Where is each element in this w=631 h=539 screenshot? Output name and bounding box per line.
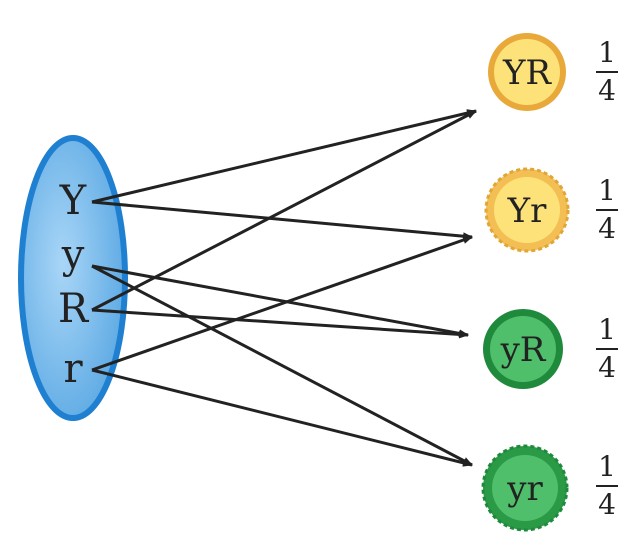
gamete-label: Yr	[507, 191, 547, 231]
fraction-numerator: 1	[598, 313, 616, 346]
fraction-denominator: 4	[598, 212, 616, 245]
gamete-yr: yr 1 4	[481, 444, 618, 532]
allele-R: R	[58, 286, 90, 332]
parent-alleles: Y y R r	[58, 178, 90, 392]
arrow-Y-to-YR	[91, 109, 477, 204]
gamete-Yr: Yr 1 4	[484, 167, 618, 253]
fraction-denominator: 4	[598, 74, 616, 107]
arrow-y-to-yR	[91, 264, 469, 338]
fraction-numerator: 1	[598, 174, 616, 207]
parent-cell	[18, 135, 128, 421]
arrow-R-to-yR	[91, 308, 469, 339]
arrow-r-to-yr	[91, 368, 473, 467]
gamete-YR: YR 1 4	[488, 33, 618, 111]
gamete-yR: yR 1 4	[483, 309, 618, 389]
gamete-label: yR	[500, 330, 547, 370]
gamete-label: YR	[502, 53, 552, 93]
arrow-Y-to-Yr	[91, 200, 473, 241]
allele-r: r	[63, 346, 83, 392]
arrow-y-to-yr	[91, 264, 473, 467]
arrow-R-to-YR	[91, 109, 477, 312]
fraction-numerator: 1	[598, 36, 616, 69]
allele-Y: Y	[59, 178, 87, 224]
gamete-label: yr	[506, 469, 543, 509]
arrow-r-to-Yr	[91, 235, 473, 372]
allele-y: y	[61, 232, 85, 278]
fraction-denominator: 4	[598, 351, 616, 384]
arrows	[91, 109, 477, 467]
fraction-denominator: 4	[598, 488, 616, 521]
fraction-numerator: 1	[598, 450, 616, 483]
